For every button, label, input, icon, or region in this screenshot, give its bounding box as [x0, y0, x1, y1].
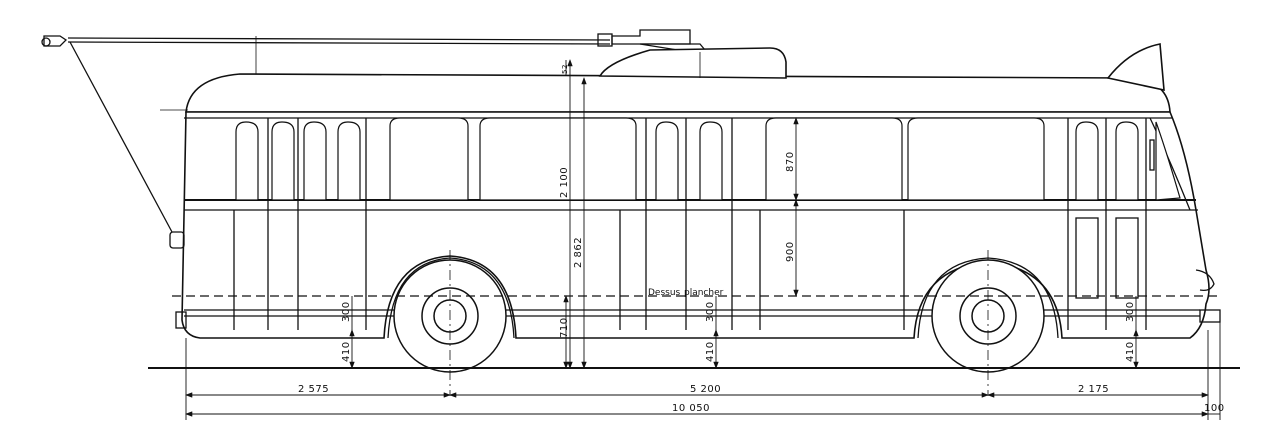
dim-step-rear: 300 — [1125, 301, 1136, 322]
dim-front-overhang: 2 575 — [298, 384, 329, 395]
dim-wheelbase: 5 200 — [690, 384, 721, 395]
dim-rear-overhang: 2 175 — [1078, 384, 1109, 395]
floor-label-2: plancher — [684, 288, 724, 298]
door-frames — [233, 118, 1147, 330]
trolley-pole — [41, 29, 707, 233]
dim-roof-height: 2 100 — [559, 167, 570, 198]
rear-wheel — [917, 250, 1059, 396]
floor-label-1: Dessus — [648, 288, 681, 298]
roof — [160, 43, 1171, 113]
dim-clearance-front: 410 — [341, 341, 352, 362]
dim-step-front: 300 — [341, 301, 352, 322]
vertical-dimensions — [349, 59, 1139, 369]
rear-details — [169, 231, 1221, 329]
front-wheel — [387, 250, 515, 396]
dim-overall-length: 10 050 — [672, 403, 710, 414]
windows — [235, 117, 1181, 201]
dim-roof-top: 52 — [561, 64, 569, 74]
dim-bumper: 100 — [1204, 403, 1225, 414]
bus-body — [181, 111, 1210, 339]
dim-clearance-rear: 410 — [1125, 341, 1136, 362]
horizontal-dimensions — [185, 322, 1221, 420]
dim-step-mid: 300 — [705, 301, 716, 322]
dim-panel-height: 900 — [785, 241, 796, 262]
dim-floor-height: 710 — [559, 317, 570, 338]
dim-window-height: 870 — [785, 151, 796, 172]
dim-total-height: 2 862 — [573, 237, 584, 268]
dim-clearance-mid: 410 — [705, 341, 716, 362]
